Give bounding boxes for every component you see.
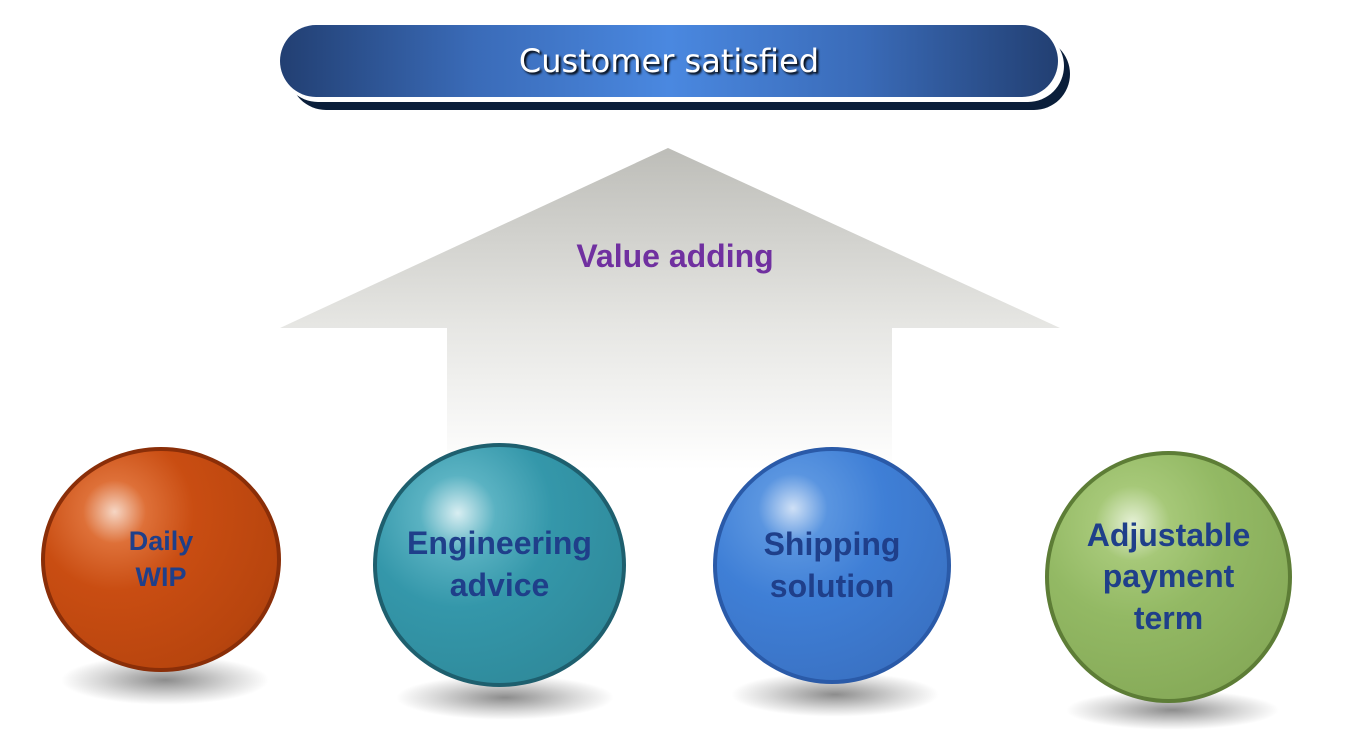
value-adding-label: Value adding: [576, 238, 774, 274]
item-label: Shipping solution: [763, 525, 901, 604]
up-arrow-shape: [280, 148, 1060, 470]
banner-title: Customer satisfied: [518, 42, 820, 80]
customer-satisfied-banner: Customer satisfied: [280, 25, 1058, 97]
item-label: Adjustable payment term: [1086, 516, 1251, 636]
item-label: Daily WIP: [128, 526, 194, 592]
item-adjustable-payment-term: Adjustable payment term: [1045, 451, 1292, 703]
item-engineering-advice: Engineering advice: [373, 443, 626, 687]
item-daily-wip: Daily WIP: [41, 447, 281, 672]
item-shipping-solution: Shipping solution: [713, 447, 951, 684]
item-label: Engineering advice: [407, 525, 592, 603]
